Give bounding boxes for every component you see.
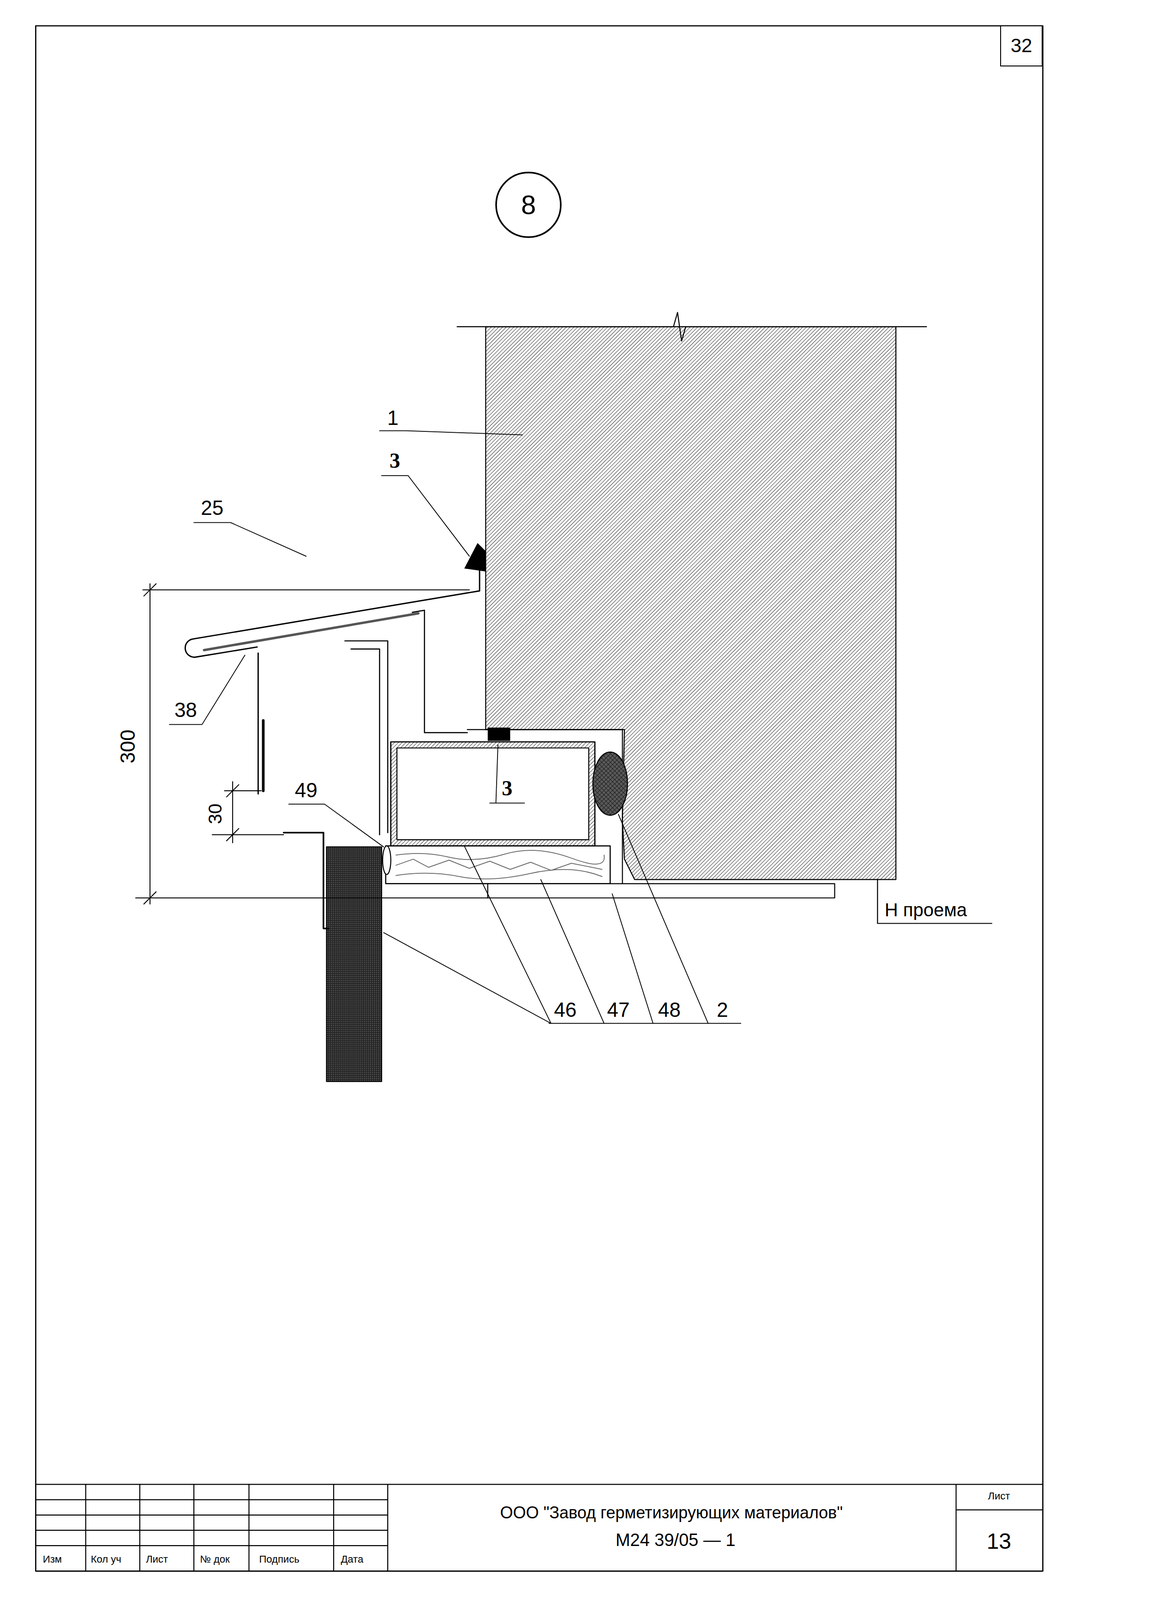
title-block-text: Дата — [340, 1554, 364, 1566]
callout-number: 3 — [501, 778, 513, 800]
callout-number: 1 — [387, 408, 399, 429]
node-text: 8 — [521, 191, 536, 219]
node-text: 32 — [1010, 36, 1033, 56]
callout-number: 46 — [553, 1000, 577, 1021]
callout-number: 49 — [294, 780, 318, 801]
title-block-text: Изм — [42, 1554, 62, 1566]
document-code: М24 39/05 — 1 — [615, 1531, 736, 1550]
callout-number: 2 — [716, 1000, 728, 1021]
callout-number: 38 — [174, 700, 198, 721]
callout-number: 25 — [200, 498, 224, 519]
sheet-number: 13 — [986, 1530, 1012, 1554]
dimension-value: 300 — [117, 730, 138, 764]
title-block-text: Лист — [987, 1491, 1010, 1502]
sheet-number-box: 32 — [1000, 25, 1044, 66]
callout-number: 3 — [389, 450, 401, 472]
company-name: ООО "Завод герметизирующих материалов" — [499, 1505, 843, 1522]
title-block-text: Лист — [145, 1554, 168, 1566]
callout-number: 48 — [658, 1000, 681, 1021]
detail-marker-circle: 8 — [494, 171, 563, 239]
dimension-value: 30 — [205, 804, 225, 825]
level-mark: Н проема — [884, 900, 967, 920]
title-block-text: Подпись — [259, 1554, 300, 1566]
title-block-text: № док — [199, 1554, 230, 1566]
callout-number: 47 — [606, 1000, 630, 1021]
title-block-text: Кол уч — [90, 1554, 122, 1566]
